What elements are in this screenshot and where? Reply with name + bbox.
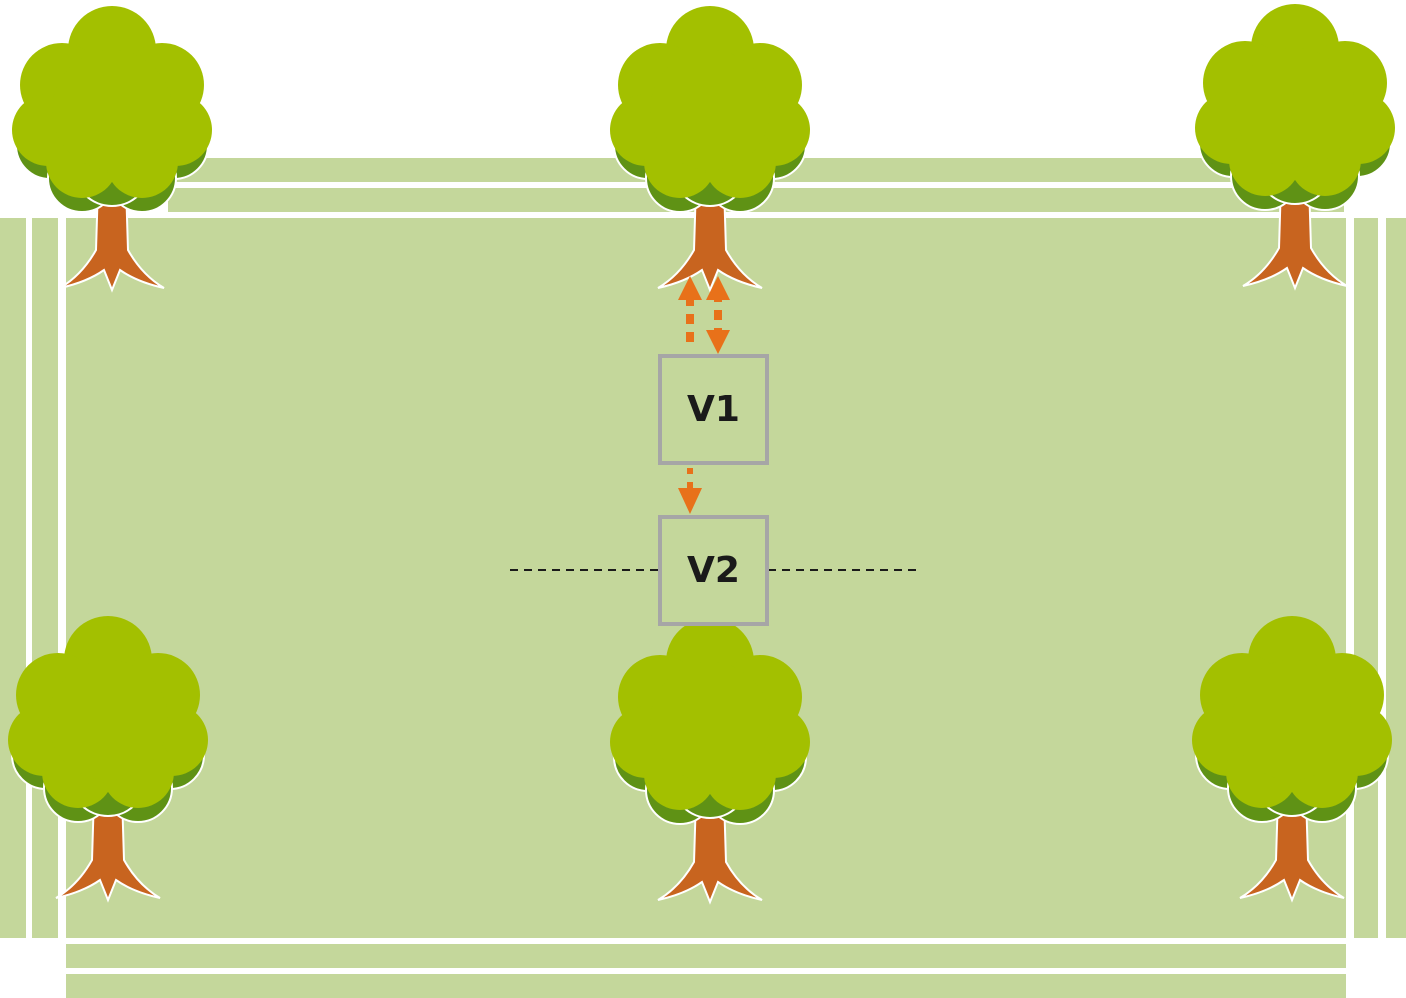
node-v2-label: V2 <box>687 550 740 591</box>
bottom-strip-inner <box>66 944 1346 968</box>
left-strip-outer <box>0 218 26 938</box>
arrow-tree-to-v1 <box>706 276 730 354</box>
bottom-strip-outer <box>66 974 1346 998</box>
node-v1-label: V1 <box>687 389 740 430</box>
left-strip-inner <box>32 218 58 938</box>
node-v2: V2 <box>658 515 769 626</box>
node-v1: V1 <box>658 354 769 465</box>
right-strip-outer <box>1386 218 1406 938</box>
right-strip-inner <box>1354 218 1378 938</box>
arrow-v1-to-tree <box>678 276 702 342</box>
arrow-v1-to-v2 <box>678 468 702 514</box>
